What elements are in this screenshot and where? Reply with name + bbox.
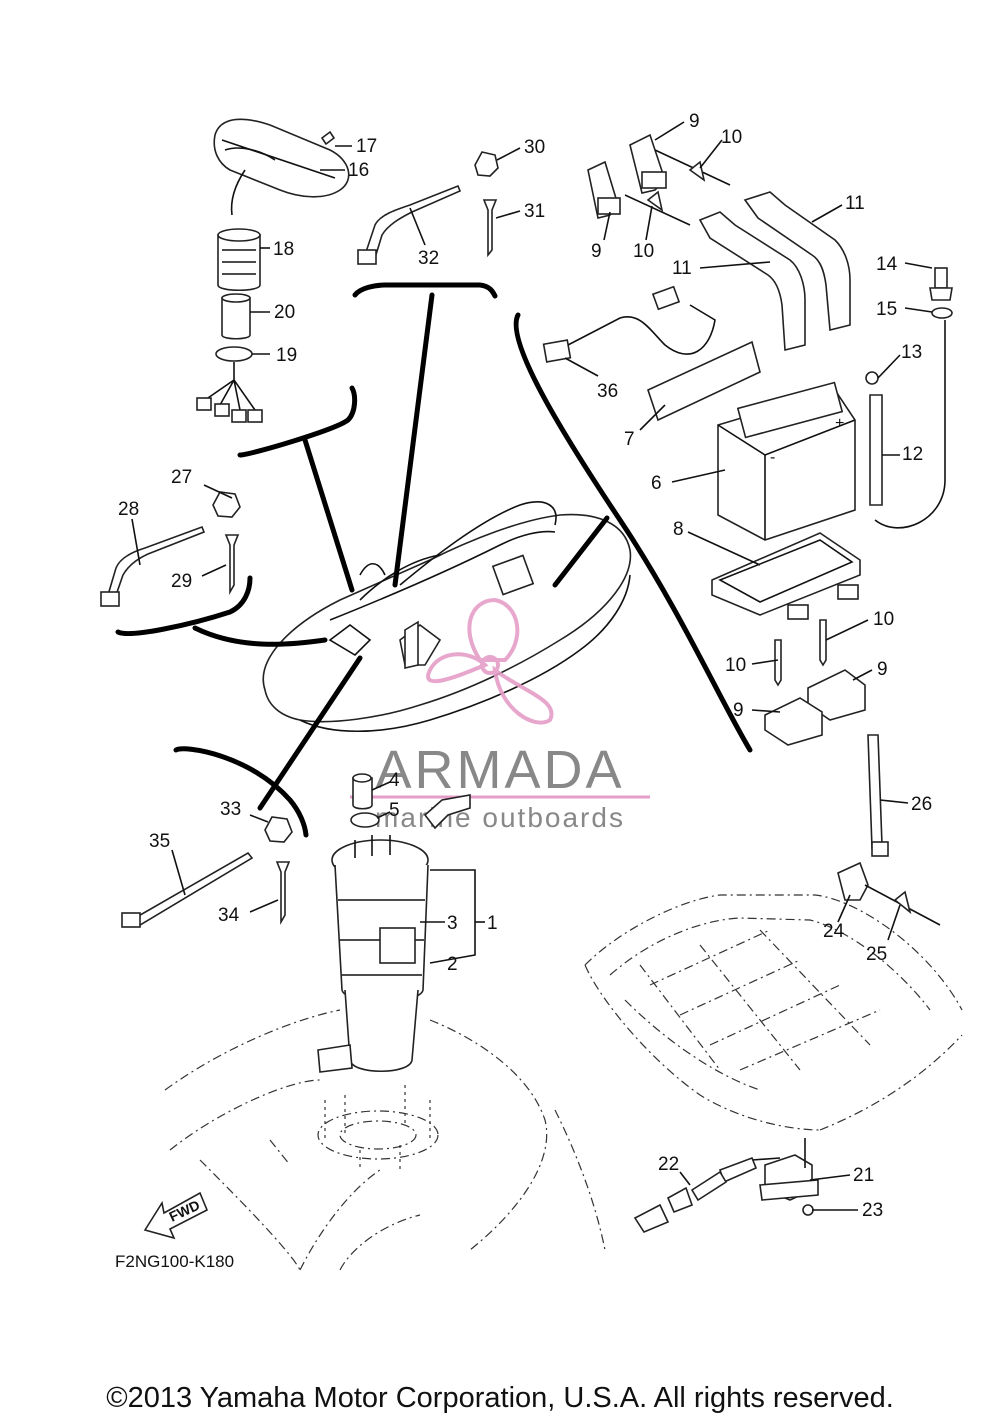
fwd-arrow-icon: FWD	[143, 1191, 209, 1240]
part-9-bracket-top-a	[587, 160, 621, 219]
callout-10-b: 10	[633, 241, 654, 262]
callout-22: 22	[658, 1154, 679, 1175]
callout-16: 16	[348, 160, 369, 181]
battery-plus-terminal: +	[835, 415, 844, 432]
part-23-screw	[802, 1204, 814, 1216]
callout-31: 31	[524, 201, 545, 222]
part-28-cable-tie	[100, 525, 206, 607]
part-35-cable-tie	[121, 851, 254, 928]
part-8-tray	[711, 532, 861, 620]
part-18-filter	[217, 228, 261, 292]
part-25-pin	[864, 884, 941, 926]
callout-10-c: 10	[873, 609, 894, 630]
callout-12: 12	[902, 444, 923, 465]
callout-1: 1	[487, 913, 498, 934]
callout-18: 18	[273, 239, 294, 260]
part-10-pin-lower	[774, 619, 827, 687]
part-13-clip	[865, 371, 879, 385]
callout-5: 5	[389, 800, 400, 821]
callout-11-a: 11	[672, 258, 692, 279]
part-5-fitting	[350, 794, 471, 830]
group-brackets	[115, 282, 753, 838]
callout-3: 3	[447, 913, 458, 934]
callout-9-a: 9	[689, 111, 700, 132]
callout-15: 15	[876, 299, 897, 320]
battery-minus-terminal: -	[770, 449, 775, 466]
part-4-sleeve	[352, 773, 373, 810]
part-26-cable-tie	[867, 734, 889, 857]
callout-10-a: 10	[721, 127, 742, 148]
part-11-strap-b	[743, 191, 851, 332]
part-6-battery: + -	[717, 381, 856, 541]
callout-36: 36	[597, 381, 618, 402]
callout-32: 32	[418, 248, 439, 269]
callout-14: 14	[876, 254, 898, 275]
watercraft-hull	[262, 501, 632, 733]
part-29-rivet	[224, 534, 240, 596]
callout-25: 25	[866, 944, 887, 965]
part-20-sleeve	[221, 293, 251, 340]
callout-17: 17	[356, 136, 377, 157]
callout-26: 26	[911, 794, 932, 815]
watermark-tagline: marine outboards	[375, 802, 625, 833]
watermark-name: ARMADA	[375, 740, 624, 800]
callout-28: 28	[118, 499, 139, 520]
callout-7: 7	[624, 429, 635, 450]
part-14-fitting	[929, 267, 953, 301]
part-9-bracket-lower	[764, 669, 866, 746]
fuel-tank-outline	[164, 1009, 606, 1271]
callout-2: 2	[447, 954, 458, 975]
callout-9-d: 9	[733, 700, 744, 721]
callout-24: 24	[823, 921, 845, 942]
part-9-bracket-top-b	[629, 133, 667, 194]
callout-30: 30	[524, 137, 545, 158]
part-1-fuel-pump	[317, 835, 429, 1073]
part-22-probe	[633, 1156, 781, 1233]
callout-11-b: 11	[845, 193, 865, 214]
part-32-cable-tie	[357, 184, 462, 265]
callout-4: 4	[389, 770, 400, 791]
callout-29: 29	[171, 571, 192, 592]
copyright-notice: ©2013 Yamaha Motor Corporation, U.S.A. A…	[106, 1382, 894, 1414]
part-7-pad	[647, 340, 761, 422]
part-33-clamp	[264, 816, 293, 843]
callout-labels: 1 2 3 4 5 6 7 8 9 9 9 9 10 10 10 10 11 1…	[118, 111, 932, 1221]
armada-watermark: ARMADA marine outboards	[350, 597, 650, 833]
leader-lines	[131, 121, 933, 1211]
callout-9-c: 9	[877, 659, 888, 680]
callout-8: 8	[673, 519, 684, 540]
part-11-strap-a	[698, 211, 806, 352]
callout-6: 6	[651, 473, 662, 494]
part-30-clamp	[474, 151, 499, 177]
callout-33: 33	[220, 799, 241, 820]
callout-23: 23	[862, 1200, 883, 1221]
part-24-holder	[837, 861, 869, 901]
callout-9-b: 9	[591, 241, 602, 262]
part-12-hose	[869, 320, 946, 529]
callout-20: 20	[274, 302, 295, 323]
callout-27: 27	[171, 467, 192, 488]
part-36-lead	[542, 285, 716, 363]
part-34-rivet	[275, 861, 291, 926]
part-31-rivet	[482, 199, 498, 258]
part-15-clamp	[931, 307, 953, 319]
callout-34: 34	[218, 905, 240, 926]
hull-frame-outline	[584, 894, 963, 1131]
part-21-sensor	[759, 1154, 819, 1201]
callout-13: 13	[901, 342, 922, 363]
part-19-clamp	[196, 346, 263, 423]
diagram-code: F2NG100-K180	[115, 1252, 234, 1271]
part-16-cover	[213, 118, 350, 216]
callout-21: 21	[853, 1165, 874, 1186]
callout-35: 35	[149, 831, 170, 852]
callout-19: 19	[276, 345, 297, 366]
callout-10-d: 10	[725, 655, 746, 676]
propeller-logo-icon	[426, 597, 554, 725]
